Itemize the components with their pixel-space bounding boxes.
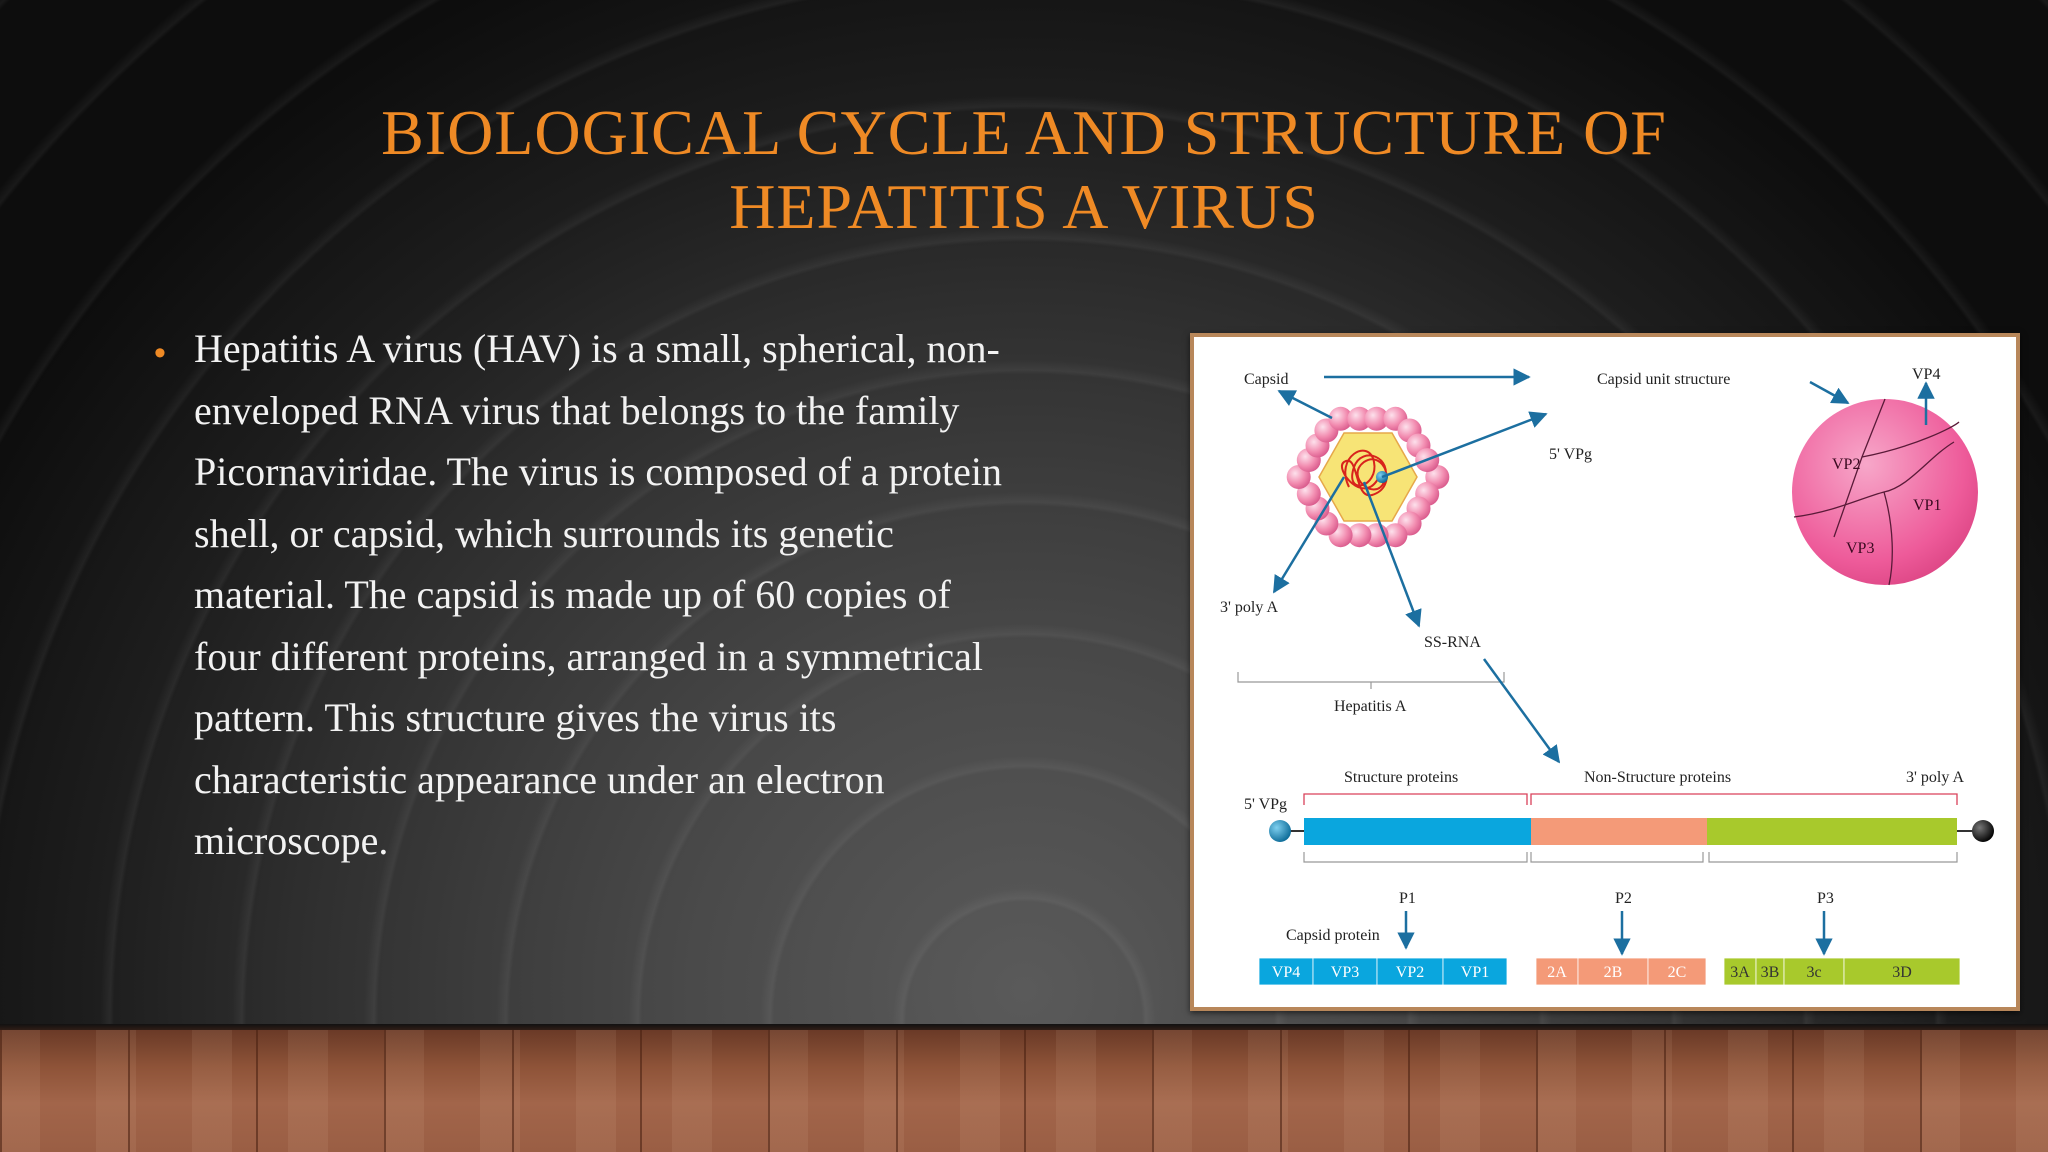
ssrna-pointer-arrow [1362,481,1422,628]
hepatitis-a-bracket [1237,672,1505,683]
p2-segment-2c [1647,957,1707,986]
bullet-text: Hepatitis A virus (HAV) is a small, sphe… [194,318,1184,872]
poly-a-ball [1972,820,1994,842]
capsid-hexagon [1318,432,1418,522]
wood-floor [0,1030,2048,1152]
p1-segment-vp1 [1442,957,1508,986]
p2-segment-2a [1535,957,1579,986]
poly-a-pointer-arrow [1272,476,1346,594]
body-line: microscope. [194,818,389,863]
p3-segment-label: 3B [1761,964,1780,981]
p2-label: P2 [1615,890,1632,907]
p3-segment-3c [1783,957,1845,986]
genome-vpg-label: 5' VPg [1244,796,1287,813]
body-line: material. The capsid is made up of 60 co… [194,572,951,617]
vp2-label: VP2 [1832,456,1860,473]
structure-proteins-label: Structure proteins [1344,769,1458,786]
p1-label: P1 [1399,890,1416,907]
capsid-bead [1347,523,1372,548]
protein-segments: VP4 VP3 VP2 VP1 2A 2B 2C 3A 3B 3c 3D [1258,957,1961,986]
non-structure-bracket [1530,793,1958,805]
p1-segment-label: VP4 [1272,964,1300,981]
vpg-label: 5' VPg [1549,446,1592,463]
capsid-label: Capsid [1244,371,1288,388]
sphere-divider [1883,491,1893,586]
structure-bracket [1303,793,1528,805]
capsid-bead [1364,406,1389,431]
genome-pointer-arrow [1482,658,1561,764]
genome-p2-region [1531,818,1707,845]
vpg-pointer-arrow [1381,411,1548,479]
bullet-icon: • [154,334,166,372]
capsid-bead [1383,523,1408,548]
unit-arrow [1809,380,1850,405]
p1-segment-label: VP2 [1396,964,1424,981]
poly-a-label: 3' poly A [1220,599,1278,616]
body-line: shell, or capsid, which surrounds its ge… [194,510,894,556]
non-structure-proteins-label: Non-Structure proteins [1584,769,1731,786]
body-line: four different proteins, arranged in a s… [194,633,983,679]
capsid-bead [1347,406,1372,431]
capsid-bead [1328,406,1353,431]
vp1-label: VP1 [1913,497,1941,514]
p3-segment-label: 3c [1806,964,1821,981]
p3-label: P3 [1817,890,1834,907]
hepatitis-a-label: Hepatitis A [1334,698,1407,715]
p1-segment-label: VP1 [1461,964,1489,981]
rna-strand [1341,449,1388,497]
genome-p3-region [1707,818,1957,845]
p3-bracket [1708,852,1958,863]
genome-poly-a-label: 3' poly A [1906,769,1964,786]
p2-bracket [1530,852,1704,863]
p3-segment-3d [1843,957,1961,986]
virion-diagram [1272,389,1548,628]
p1-segment-label: VP3 [1331,964,1359,981]
capsid-unit-sphere [1792,380,1978,586]
p3-segment-label: 3A [1730,964,1750,981]
body-line: enveloped RNA virus that belongs to the … [194,387,960,433]
sphere-divider [1861,421,1960,458]
body-line: pattern. This structure gives the virus … [194,695,837,740]
p2-segment-label: 2C [1668,964,1687,981]
genome-p1-region [1304,818,1531,845]
p3-segment-label: 3D [1892,964,1912,981]
hav-structure-figure: Capsid Capsid unit structure 5' VPg 3' p… [1190,333,2020,1011]
body-line: Picornaviridae. The virus is composed of… [194,449,1002,494]
body-line: Hepatitis A virus (HAV) is a small, sphe… [194,326,1000,371]
vpg-ball [1269,820,1291,842]
capsid-unit-structure-label: Capsid unit structure [1597,371,1730,388]
title-line-2: Hepatitis A virus [729,171,1319,242]
p1-bracket [1303,852,1528,863]
capsid-protein-label: Capsid protein [1286,927,1380,944]
slide-title: Biological cycle and structure of Hepati… [240,96,1808,244]
p2-segment-label: 2A [1547,964,1567,981]
floor-edge [0,1024,2048,1032]
ss-rna-label: SS-RNA [1424,634,1481,651]
vp4-label: VP4 [1912,366,1940,383]
p1-segment-vp4 [1258,957,1314,986]
vp3-label: VP3 [1846,540,1874,557]
figure-svg: Capsid Capsid unit structure 5' VPg 3' p… [1220,366,1994,986]
capsid-pointer-arrow [1277,389,1333,420]
body-line: characteristic appearance under an elect… [194,756,885,802]
title-line-1: Biological cycle and structure of [381,97,1667,168]
p2-segment-label: 2B [1604,964,1623,981]
capsid-beads [1286,406,1450,548]
